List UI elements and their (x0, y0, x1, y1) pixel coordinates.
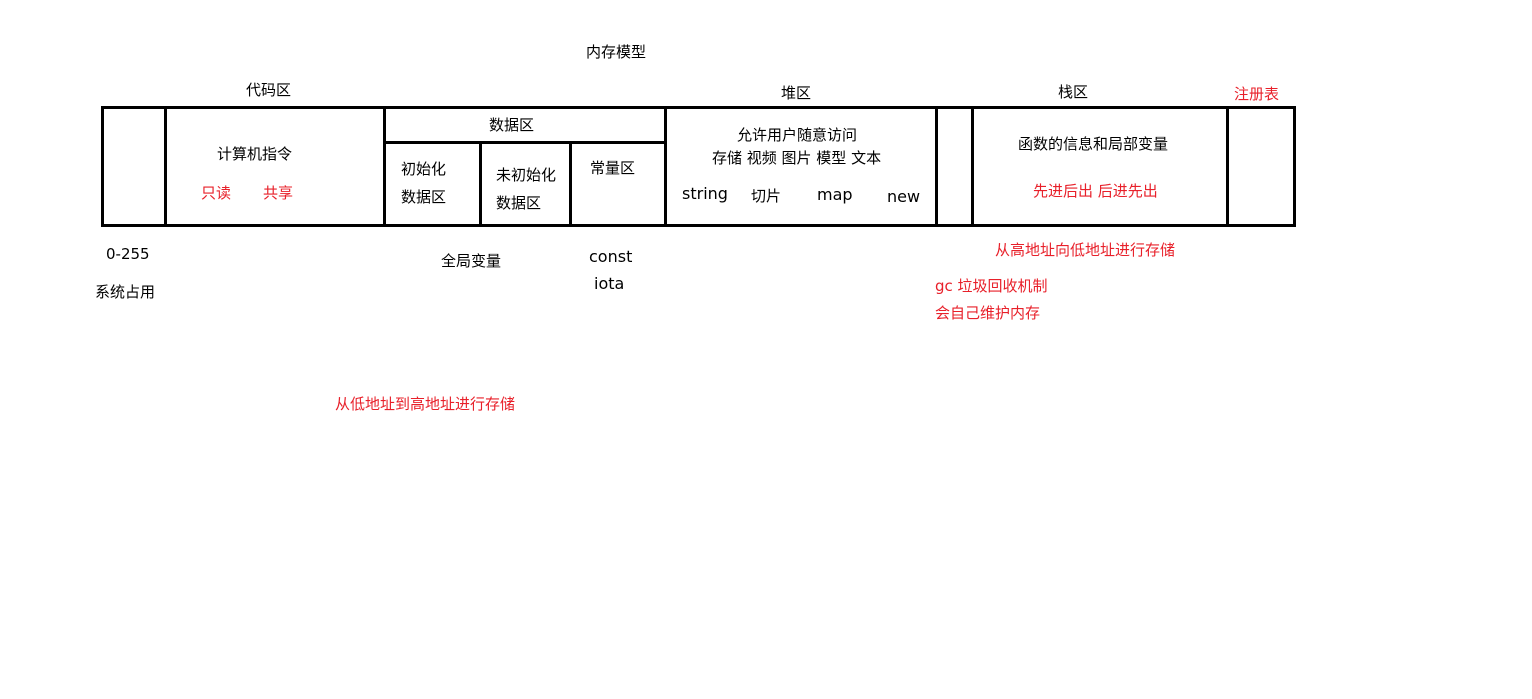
diagram-title: 内存模型 (586, 43, 647, 61)
system-range: 0-255 (106, 245, 150, 263)
code-area-label: 代码区 (246, 81, 292, 99)
heap-type-slice: 切片 (751, 187, 782, 205)
divider-uninit-const (569, 141, 572, 227)
stack-main-text: 函数的信息和局部变量 (1018, 135, 1169, 153)
divider-system-code (164, 106, 167, 227)
system-note: 系统占用 (95, 283, 156, 301)
divider-stack-registry (1226, 106, 1229, 227)
divider-init-uninit (479, 141, 482, 227)
memory-bar (101, 106, 1296, 227)
stack-area-label: 栈区 (1058, 83, 1089, 101)
code-shared: 共享 (263, 184, 294, 202)
bottom-address-note: 从低地址到高地址进行存储 (335, 395, 516, 413)
data-initialized-line2: 数据区 (401, 188, 447, 206)
heap-area-label: 堆区 (781, 84, 812, 102)
data-constant: 常量区 (590, 159, 636, 177)
registry-label: 注册表 (1234, 85, 1280, 103)
heap-type-map: map (817, 185, 853, 204)
data-uninitialized-line1: 未初始化 (496, 166, 557, 184)
heap-type-string: string (682, 184, 728, 203)
stack-order: 先进后出 后进先出 (1033, 182, 1158, 200)
const-keyword: const (589, 247, 633, 266)
global-vars-label: 全局变量 (441, 252, 502, 270)
code-read-only: 只读 (201, 184, 232, 202)
stack-direction: 从高地址向低地址进行存储 (995, 241, 1176, 259)
data-initialized-line1: 初始化 (401, 160, 447, 178)
divider-code-data (383, 106, 386, 227)
divider-gap-stack (971, 106, 974, 227)
divider-data-header (383, 141, 666, 144)
heap-gc-note: gc 垃圾回收机制 (935, 277, 1048, 295)
heap-self-maintain-note: 会自己维护内存 (935, 304, 1041, 322)
iota-keyword: iota (594, 274, 625, 293)
divider-heap-gap (935, 106, 938, 227)
divider-data-heap (664, 106, 667, 227)
heap-type-new: new (887, 187, 921, 206)
data-uninitialized-line2: 数据区 (496, 194, 542, 212)
data-header: 数据区 (489, 116, 535, 134)
code-main-text: 计算机指令 (217, 145, 293, 163)
heap-line2: 存储 视频 图片 模型 文本 (712, 149, 882, 167)
heap-line1: 允许用户随意访问 (737, 126, 858, 144)
